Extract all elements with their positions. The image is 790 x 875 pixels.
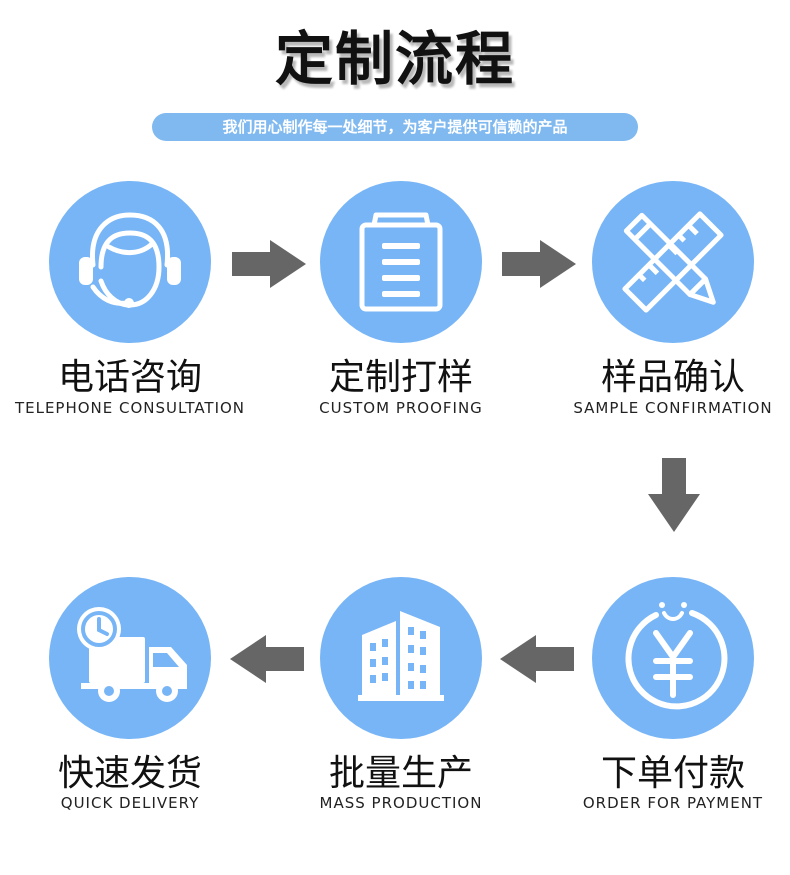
arrow-left-icon (230, 635, 304, 683)
step-production-title: 批量生产 (328, 753, 473, 794)
step-delivery-subtitle: QUICK DELIVERY (60, 794, 200, 812)
step-delivery-circle (49, 577, 211, 739)
step-proofing-circle (320, 181, 482, 343)
step-confirmation-circle (592, 181, 754, 343)
step-confirmation-subtitle: SAMPLE CONFIRMATION (573, 399, 773, 417)
subtitle-banner: 我们用心制作每一处细节，为客户提供可信赖的产品 (152, 113, 638, 141)
step-delivery-title: 快速发货 (57, 753, 202, 794)
buildings-icon (358, 611, 444, 701)
headset-icon (79, 212, 181, 308)
page-title: 定制流程 (274, 25, 515, 93)
step-telephone-circle (49, 181, 211, 343)
arrow-down-icon (648, 458, 700, 532)
arrow-left-icon (500, 635, 574, 683)
step-proofing-title: 定制打样 (328, 357, 473, 398)
pencil-ruler-icon (622, 211, 724, 313)
yuan-icon (625, 602, 728, 710)
step-telephone-subtitle: TELEPHONE CONSULTATION (14, 399, 246, 417)
step-proofing-subtitle: CUSTOM PROOFING (319, 399, 483, 417)
step-confirmation-title: 样品确认 (600, 357, 745, 398)
step-production-circle (320, 577, 482, 739)
clipboard-icon (359, 212, 443, 312)
step-payment-circle (592, 577, 754, 739)
step-payment-subtitle: ORDER FOR PAYMENT (582, 794, 764, 812)
step-production-subtitle: MASS PRODUCTION (319, 794, 483, 812)
step-payment-title: 下单付款 (600, 753, 745, 794)
arrow-right-icon (502, 240, 576, 288)
step-telephone-title: 电话咨询 (57, 357, 202, 398)
arrow-right-icon (232, 240, 306, 288)
delivery-truck-icon (77, 607, 187, 702)
